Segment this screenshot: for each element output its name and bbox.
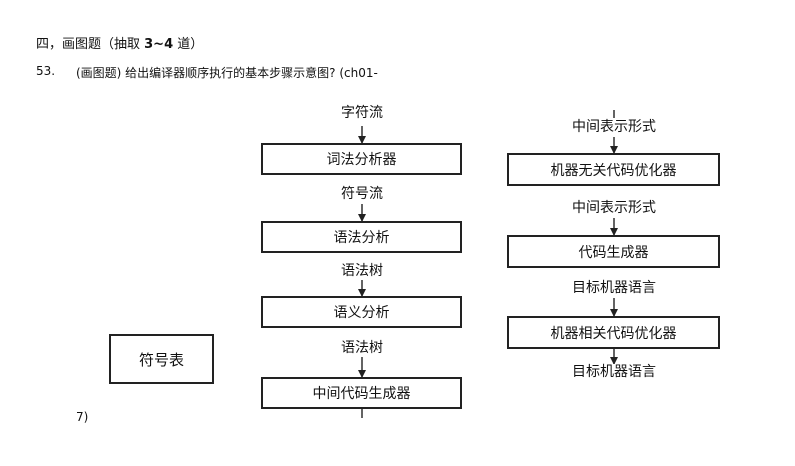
box-syntax-analysis: 语法分析 [261, 221, 462, 253]
label-intermediate-repr-top: 中间表示形式 [572, 119, 656, 135]
question-text: (画图题) 给出编译器顺序执行的基本步骤示意图? (ch01- [76, 66, 378, 80]
box-machine-independent-optimizer: 机器无关代码优化器 [507, 153, 720, 186]
box-semantic-analysis: 语义分析 [261, 296, 462, 328]
label-syntax-tree-2: 语法树 [341, 340, 383, 356]
box-code-generator: 代码生成器 [507, 235, 720, 268]
label-target-machine-lang-mid: 目标机器语言 [572, 280, 656, 296]
section-heading-suffix: 道） [173, 37, 204, 52]
box-lexical-analyzer: 词法分析器 [261, 143, 462, 175]
box-intermediate-codegen: 中间代码生成器 [261, 377, 462, 409]
section-heading-prefix: 四，画图题（抽取 [36, 37, 145, 52]
label-char-stream: 字符流 [341, 105, 383, 121]
box-symbol-table: 符号表 [109, 334, 214, 384]
label-target-machine-lang-out: 目标机器语言 [572, 364, 656, 380]
section-heading: 四，画图题（抽取 3~4 道） [36, 33, 203, 52]
label-intermediate-repr-mid: 中间表示形式 [572, 200, 656, 216]
label-token-stream: 符号流 [341, 186, 383, 202]
box-machine-dependent-optimizer: 机器相关代码优化器 [507, 316, 720, 349]
question-continuation: 7) [76, 410, 89, 424]
label-syntax-tree-1: 语法树 [341, 263, 383, 279]
section-heading-bold: 3~4 [144, 37, 174, 52]
question-number: 53. [36, 64, 56, 78]
